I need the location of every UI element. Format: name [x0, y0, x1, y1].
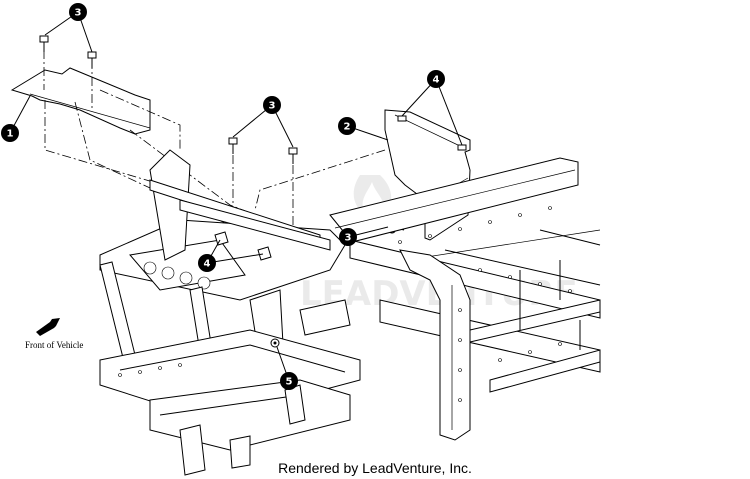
bolt-icon	[39, 35, 49, 52]
vehicle-frame	[99, 149, 601, 476]
svg-text:1: 1	[7, 129, 14, 140]
callout-4-left: 4	[198, 254, 216, 272]
bolt-icon	[228, 137, 238, 210]
callout-2: 2	[338, 117, 356, 135]
part-5-fastener	[270, 338, 280, 348]
callout-3-middle: 3	[263, 96, 281, 114]
svg-text:5: 5	[286, 377, 293, 388]
front-of-vehicle-label: Front of Vehicle	[25, 340, 83, 350]
svg-text:3: 3	[269, 101, 276, 112]
svg-text:2: 2	[344, 122, 351, 133]
bolt-icon	[288, 147, 298, 235]
svg-text:4: 4	[204, 259, 211, 270]
callout-4-top-right: 4	[427, 70, 445, 88]
rendered-by-caption: Rendered by LeadVenture, Inc.	[278, 460, 472, 476]
svg-text:3: 3	[345, 233, 352, 244]
callout-3-top-left: 3	[69, 3, 87, 21]
callout-3-right: 3	[339, 228, 357, 246]
front-arrow-icon	[36, 318, 60, 336]
part-1-cover-plate	[10, 67, 151, 135]
svg-text:4: 4	[433, 75, 440, 86]
bolt-icon	[87, 51, 97, 68]
callout-1: 1	[1, 124, 19, 142]
svg-text:3: 3	[75, 8, 82, 19]
callout-5: 5	[280, 372, 298, 390]
